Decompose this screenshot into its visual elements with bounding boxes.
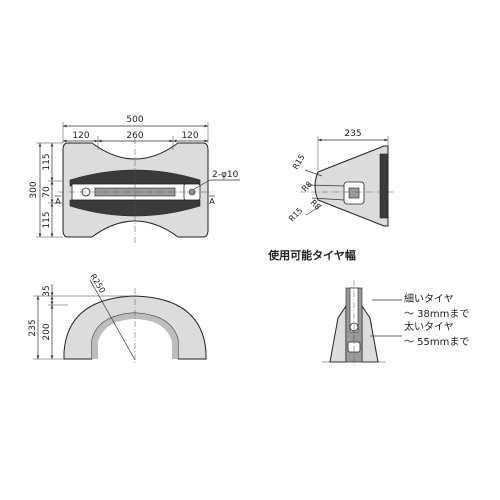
section-view: 細いタイヤ ～ 38mmまで 太いタイヤ ～ 55mmまで bbox=[322, 280, 469, 368]
note-thin-tire: 細いタイヤ bbox=[404, 292, 454, 305]
dim-235-front: 235 bbox=[28, 319, 38, 336]
hole-callout: 2-φ10 bbox=[212, 170, 239, 180]
dim-115-top: 115 bbox=[42, 153, 52, 170]
radius-r15-bottom: R15 bbox=[287, 206, 305, 224]
front-view: R250 235 35 200 bbox=[28, 272, 207, 365]
upper-cradle-shadow bbox=[69, 169, 201, 187]
dim-35: 35 bbox=[42, 285, 52, 296]
dim-300: 300 bbox=[29, 181, 39, 198]
section-mark-a-right: A bbox=[209, 197, 215, 206]
section-body-left bbox=[329, 304, 347, 363]
radius-r15-top: R15 bbox=[291, 153, 307, 171]
top-view: A A 500 120 260 120 300 115 70 115 2-φ10 bbox=[29, 115, 240, 243]
dim-500: 500 bbox=[126, 115, 143, 125]
side-label-strip bbox=[379, 153, 389, 219]
side-mount-slot bbox=[348, 187, 360, 199]
dim-260: 260 bbox=[126, 131, 143, 141]
radius-r8-top: R8 bbox=[300, 180, 314, 194]
note-thick-limit: ～ 55mmまで bbox=[404, 336, 469, 348]
dim-120-right: 120 bbox=[181, 131, 198, 141]
dim-200: 200 bbox=[42, 323, 52, 340]
section-body-right bbox=[361, 304, 379, 363]
side-view: 235 R15 R8 R8 R15 使用可能タイヤ幅 bbox=[267, 129, 395, 262]
dim-235-side: 235 bbox=[344, 129, 361, 139]
note-thin-limit: ～ 38mmまで bbox=[404, 308, 469, 320]
radius-r250: R250 bbox=[88, 272, 107, 294]
section-mark-a-left: A bbox=[55, 197, 61, 206]
note-thick-tire: 太いタイヤ bbox=[404, 320, 454, 333]
dim-120-left: 120 bbox=[72, 131, 89, 141]
dim-70: 70 bbox=[42, 186, 52, 198]
stand-body-front bbox=[63, 295, 207, 360]
dim-115-bottom: 115 bbox=[42, 211, 52, 228]
usable-tire-width-caption: 使用可能タイヤ幅 bbox=[267, 248, 356, 262]
